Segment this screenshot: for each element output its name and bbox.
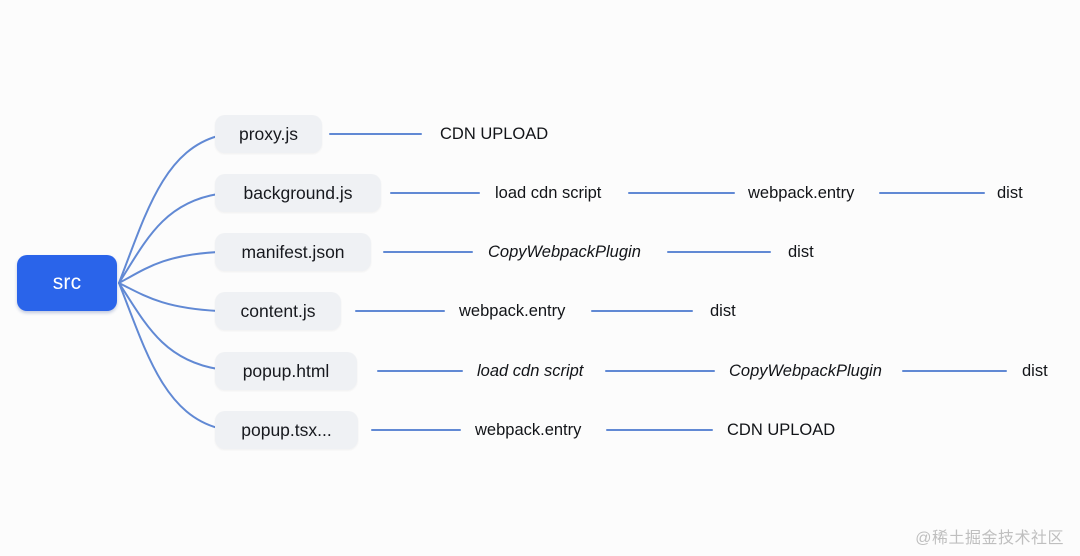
step-label-load-cdn-script[interactable]: load cdn script [495,184,602,202]
file-node-popup-tsx[interactable]: popup.tsx... [215,411,358,449]
file-node-proxy-js[interactable]: proxy.js [215,115,322,153]
file-node-content-js[interactable]: content.js [215,292,341,330]
edge-src-popup-tsx [118,282,219,429]
file-node-label: manifest.json [241,241,345,262]
step-label-load-cdn-script[interactable]: load cdn script [477,362,584,380]
step-label-webpack-entry[interactable]: webpack.entry [748,184,855,202]
file-node-label: popup.tsx... [241,419,332,440]
edge-src-manifest-json [118,251,219,284]
step-label-dist[interactable]: dist [1022,362,1048,380]
file-node-label: popup.html [242,360,330,381]
step-label-dist[interactable]: dist [788,243,814,261]
edge-src-proxy-js [118,135,219,284]
watermark: @稀土掘金技术社区 [915,530,1064,547]
step-label-cdn-upload[interactable]: CDN UPLOAD [440,125,549,143]
step-label-dist[interactable]: dist [997,184,1023,202]
file-node-label: background.js [243,182,353,203]
step-label-webpack-entry[interactable]: webpack.entry [459,302,566,320]
file-node-popup-html[interactable]: popup.html [215,352,357,390]
root-node-src[interactable]: src [17,255,117,311]
file-node-label: content.js [240,300,316,321]
edge-src-background-js [118,193,219,284]
step-label-cdn-upload[interactable]: CDN UPLOAD [727,421,836,439]
step-label-copy-webpack-plugin[interactable]: CopyWebpackPlugin [729,362,882,380]
step-label-copy-webpack-plugin[interactable]: CopyWebpackPlugin [488,243,641,261]
edge-src-popup-html [118,282,219,370]
file-node-background-js[interactable]: background.js [215,174,381,212]
root-node-label: src [52,271,82,294]
edge-src-content-js [118,282,219,312]
file-node-manifest-json[interactable]: manifest.json [215,233,371,271]
step-label-dist[interactable]: dist [710,302,736,320]
step-label-webpack-entry[interactable]: webpack.entry [475,421,582,439]
file-node-label: proxy.js [239,123,298,144]
